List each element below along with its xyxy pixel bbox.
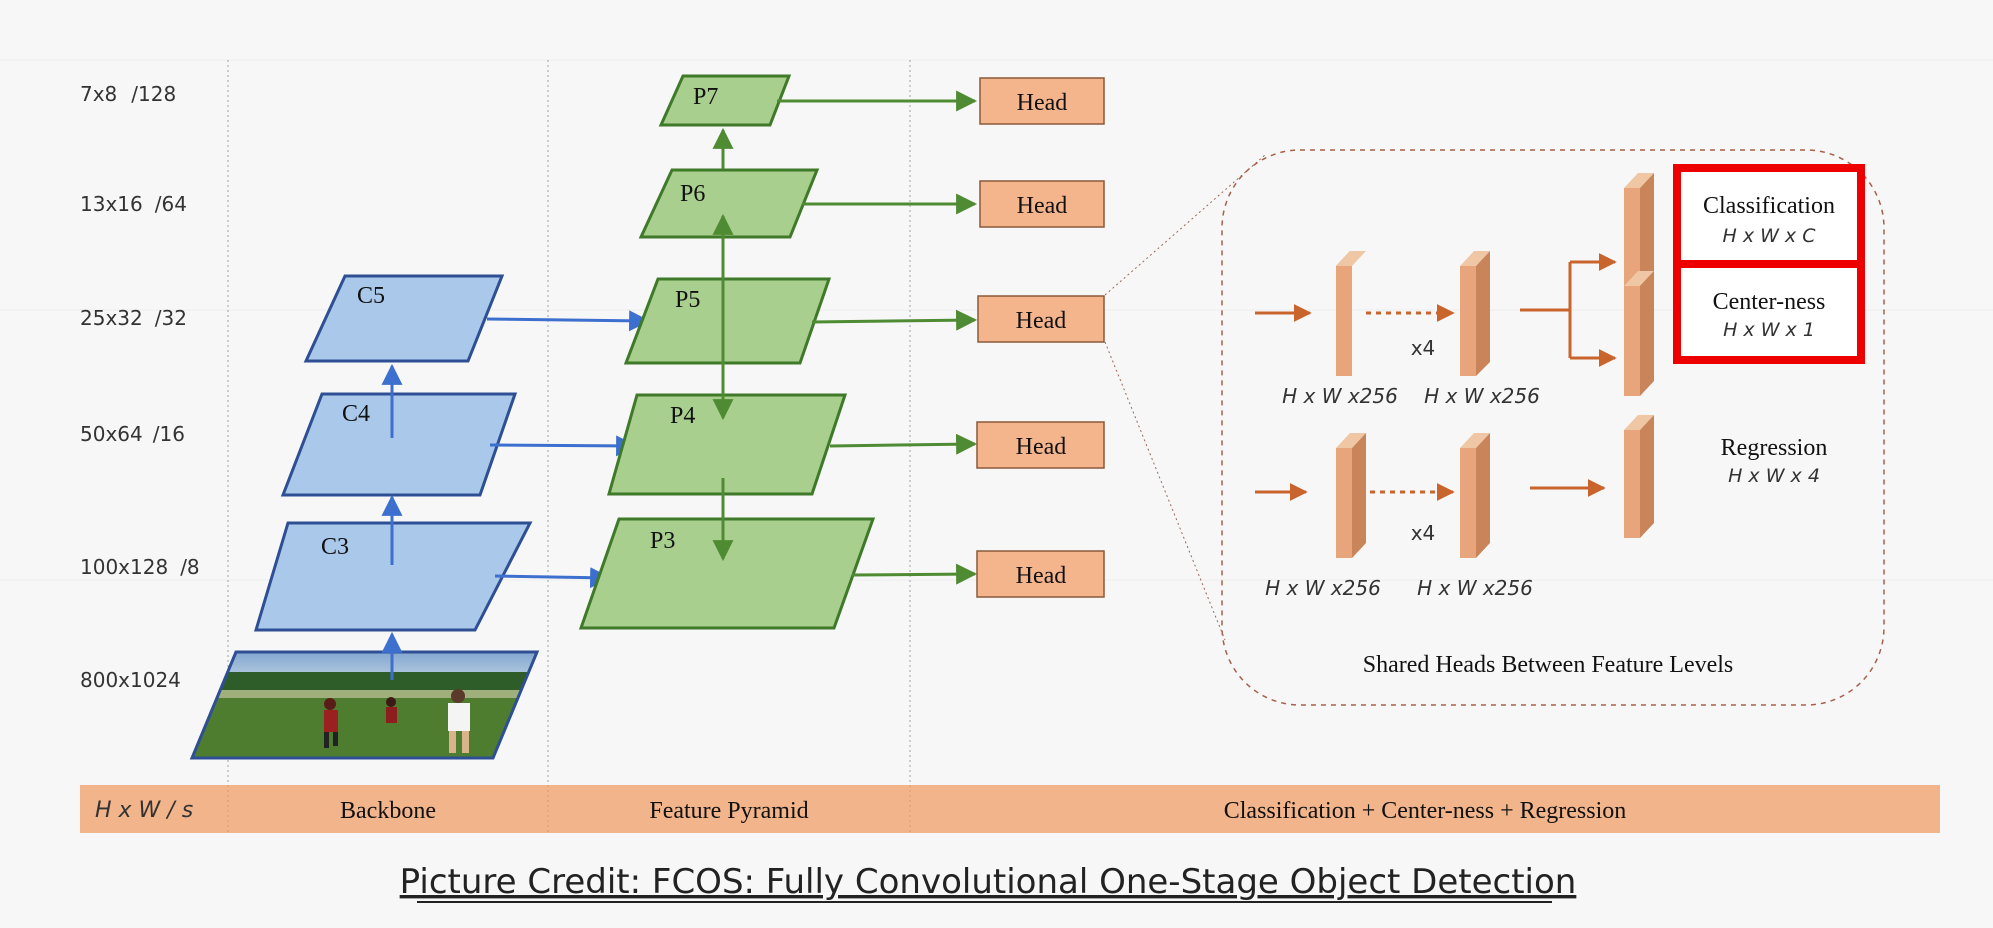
scale-labels: 7x8/128 13x16/64 25x32/32 50x64/16 100x1… <box>80 82 200 692</box>
classification-dims: H x W x C <box>1723 225 1817 247</box>
classification-title: Classification <box>1703 193 1835 219</box>
centerness-output: Center-ness H x W x 1 <box>1673 260 1865 364</box>
feature-block-front <box>1336 266 1352 376</box>
scale-label-p7: 7x8/128 <box>80 82 176 106</box>
p6-label: P6 <box>680 181 705 207</box>
input-image-frame <box>189 650 540 760</box>
centerness-title: Center-ness <box>1713 289 1826 315</box>
classification-output: Classification H x W x C <box>1673 164 1865 268</box>
bottom-bar-background <box>80 785 1940 833</box>
c3-label: C3 <box>321 534 349 560</box>
head-p4-label: Head <box>1016 434 1067 460</box>
regression-block <box>1624 430 1640 538</box>
p7-label: P7 <box>693 84 718 110</box>
detail-top-branch: x4 <box>1255 173 1654 396</box>
bottom-bar: H x W / s Backbone Feature Pyramid Class… <box>80 785 1940 833</box>
p3-label: P3 <box>650 528 675 554</box>
head-p4 <box>976 421 1105 469</box>
pyramid-head-arrows <box>777 90 978 585</box>
scale-label-p5: 25x32/32 <box>80 306 187 330</box>
heads: Head Head Head Head Head <box>976 77 1105 598</box>
c5-label: C5 <box>357 283 385 309</box>
centerness-dims: H x W x 1 <box>1723 319 1815 341</box>
head-p5 <box>977 295 1105 343</box>
scale-label-p3: 100x128/8 <box>80 555 200 579</box>
centerness-block <box>1624 286 1640 396</box>
shared-heads-caption: Shared Heads Between Feature Levels <box>1363 652 1734 678</box>
head-p3-label: Head <box>1016 563 1067 589</box>
regression-dims: H x W x 4 <box>1728 465 1820 487</box>
pyramid-p4: P4 <box>607 393 848 496</box>
bottom-bar-heads: Classification + Center-ness + Regressio… <box>1224 798 1627 824</box>
pyramid-p3: P3 <box>578 517 876 630</box>
backbone-c3: C3 <box>253 521 533 632</box>
shared-head-panel <box>1221 149 1885 706</box>
detail-bottom-branch: x4 <box>1255 415 1654 558</box>
dim-label: H x W x256 <box>1424 384 1540 408</box>
p4-label: P4 <box>670 403 695 429</box>
classification-block <box>1624 188 1640 296</box>
head-p7 <box>979 77 1105 125</box>
regression-title: Regression <box>1721 435 1828 461</box>
head-p6 <box>979 180 1105 228</box>
dim-label: H x W x256 <box>1282 384 1398 408</box>
head-p7-label: Head <box>1017 90 1068 116</box>
centerness-highlight <box>1673 260 1865 364</box>
dimension-labels: H x W x256 H x W x256 H x W x256 H x W x… <box>1265 384 1540 600</box>
feature-block <box>1460 266 1476 376</box>
zoom-lines <box>1104 154 1266 641</box>
pyramid-p6: P6 <box>638 168 820 239</box>
regression-output: Regression H x W x 4 <box>1721 435 1828 487</box>
repeat-label-top: x4 <box>1411 336 1436 360</box>
repeat-label-bottom: x4 <box>1411 521 1436 545</box>
c4-label: C4 <box>342 401 370 427</box>
picture-credit: Picture Credit: FCOS: Fully Convolutiona… <box>400 862 1577 902</box>
scale-label-input: 800x1024 <box>80 668 181 692</box>
head-p3 <box>976 550 1105 598</box>
pyramid-p7: P7 <box>658 74 792 127</box>
head-p6-label: Head <box>1017 193 1068 219</box>
bottom-bar-feature-pyramid: Feature Pyramid <box>649 798 808 824</box>
feature-block <box>1336 448 1352 558</box>
scale-label-p4: 50x64/16 <box>80 422 185 446</box>
p5-label: P5 <box>675 287 700 313</box>
backbone-c4: C4 <box>280 392 518 497</box>
feature-block <box>1460 448 1476 558</box>
bottom-bar-scale-header: H x W / s <box>95 798 193 823</box>
pyramid-p5: P5 <box>623 277 832 365</box>
scale-label-p6: 13x16/64 <box>80 192 187 216</box>
dim-label: H x W x256 <box>1417 576 1533 600</box>
dim-label: H x W x256 <box>1265 576 1381 600</box>
head-p5-label: Head <box>1016 308 1067 334</box>
bottom-bar-backbone: Backbone <box>340 798 436 824</box>
backbone-c5: C5 <box>303 274 505 363</box>
lateral-arrows <box>486 310 651 589</box>
classification-highlight <box>1673 164 1865 268</box>
input-image <box>189 650 540 760</box>
